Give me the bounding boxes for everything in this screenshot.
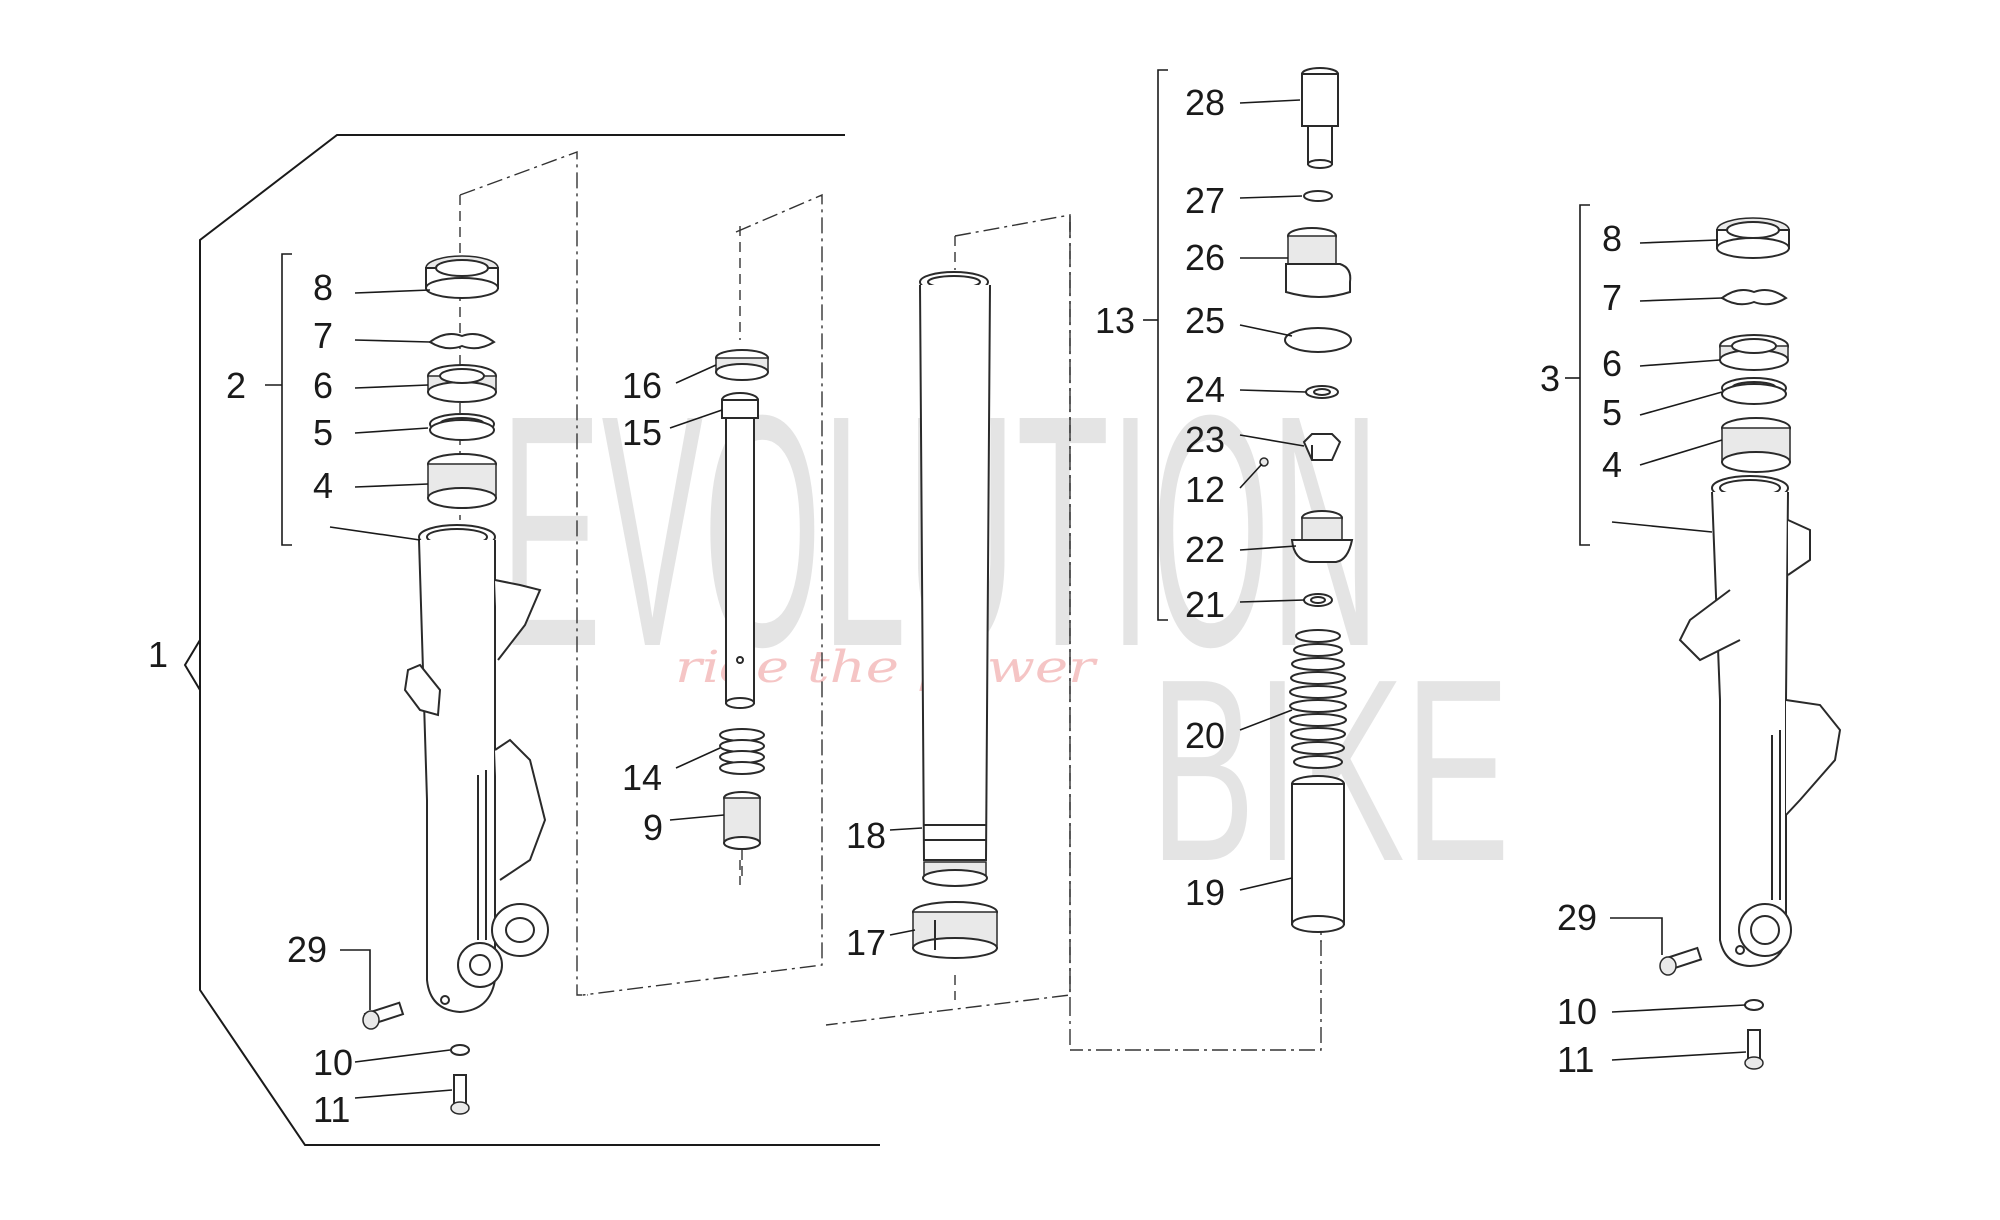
callout-5-left: 5 — [313, 412, 333, 453]
part-27 — [1303, 190, 1333, 202]
callout-10-left: 10 — [313, 1042, 353, 1083]
callout-13: 13 — [1095, 300, 1135, 341]
callout-24: 24 — [1185, 369, 1225, 410]
callout-27: 27 — [1185, 180, 1225, 221]
part-16 — [715, 349, 769, 381]
callout-7-left: 7 — [313, 315, 333, 356]
callout-26: 26 — [1185, 237, 1225, 278]
callout-14: 14 — [622, 757, 662, 798]
callout-15: 15 — [622, 412, 662, 453]
part-10-left — [450, 1044, 470, 1056]
callout-19: 19 — [1185, 872, 1225, 913]
part-26 — [1285, 227, 1352, 298]
callout-8-right: 8 — [1602, 218, 1622, 259]
callout-1: 1 — [148, 634, 168, 675]
part-7-left — [428, 333, 496, 350]
part-4-right — [1721, 417, 1791, 473]
callout-11-left: 11 — [313, 1089, 350, 1130]
callout-23: 23 — [1185, 419, 1225, 460]
cartridge-column — [1259, 67, 1354, 933]
callout-20: 20 — [1185, 715, 1225, 756]
part-4-left — [427, 453, 497, 509]
part-6-right — [1719, 334, 1789, 371]
part-22 — [1290, 510, 1354, 563]
part-5-right — [1721, 377, 1787, 405]
part-9-bushing — [723, 791, 761, 850]
part-6-left — [427, 364, 497, 403]
callout-9: 9 — [643, 807, 663, 848]
part-17-bushing — [912, 901, 998, 959]
part-11-right — [1744, 1029, 1764, 1070]
callout-6-right: 6 — [1602, 343, 1622, 384]
callout-2-left: 2 — [226, 365, 246, 406]
leader-lines — [329, 99, 1747, 1099]
part-11-left — [450, 1074, 470, 1115]
callout-29-left: 29 — [287, 929, 327, 970]
part-25 — [1284, 327, 1352, 353]
callout-10-right: 10 — [1557, 991, 1597, 1032]
callout-11-right: 11 — [1557, 1039, 1594, 1080]
part-29-left — [362, 1001, 405, 1030]
bracket-3 — [1565, 204, 1590, 546]
callout-28: 28 — [1185, 82, 1225, 123]
callout-6-left: 6 — [313, 365, 333, 406]
callout-25: 25 — [1185, 300, 1225, 341]
part-15-rod — [721, 392, 759, 709]
part-5-left — [429, 413, 495, 441]
callout-12: 12 — [1185, 469, 1225, 510]
callout-8-left: 8 — [313, 267, 333, 308]
part-19-spacer — [1291, 775, 1345, 933]
left-fork-leg-assembly — [362, 255, 549, 1115]
left-fork-slider — [403, 524, 549, 1014]
part-28 — [1301, 67, 1339, 169]
part-18-stanchion — [919, 271, 991, 887]
part-20-spring — [1289, 629, 1347, 769]
callout-5-right: 5 — [1602, 392, 1622, 433]
bracket-2 — [265, 253, 292, 546]
callout-29-right: 29 — [1557, 897, 1597, 938]
part-8-right — [1716, 217, 1790, 259]
part-14-spring — [719, 728, 765, 775]
callout-22: 22 — [1185, 529, 1225, 570]
callout-21: 21 — [1185, 584, 1225, 625]
stanchion-column — [912, 271, 998, 959]
part-8-left — [425, 255, 499, 299]
part-7-right — [1720, 289, 1788, 306]
callout-3-right: 3 — [1540, 358, 1560, 399]
callout-4-left: 4 — [313, 465, 333, 506]
damper-rod-column — [715, 349, 769, 880]
part-21 — [1303, 593, 1333, 607]
assembly-1-frame — [183, 134, 880, 1146]
callout-4-right: 4 — [1602, 444, 1622, 485]
callout-labels: 1 2 8 7 6 5 4 29 10 11 16 15 14 9 18 17 … — [148, 82, 1622, 1130]
right-fork-slider — [1678, 475, 1842, 968]
part-29-right — [1659, 946, 1703, 976]
callout-16: 16 — [622, 365, 662, 406]
part-23-nut — [1302, 433, 1342, 461]
alignment-lines — [459, 150, 1322, 1051]
bracket-13 — [1143, 69, 1168, 621]
part-24 — [1305, 385, 1339, 399]
callout-18: 18 — [846, 815, 886, 856]
part-10-right — [1744, 999, 1764, 1011]
callout-17: 17 — [846, 922, 886, 963]
right-fork-leg-assembly — [1659, 217, 1842, 1070]
callout-7-right: 7 — [1602, 277, 1622, 318]
